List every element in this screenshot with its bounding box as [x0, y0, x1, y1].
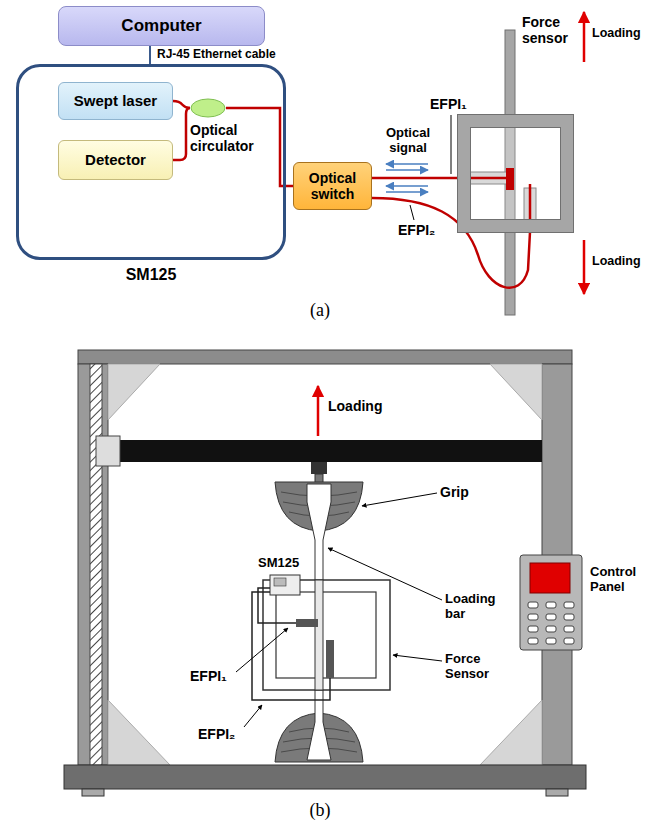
force-sensor-inner: [276, 592, 376, 678]
fiber: [258, 588, 296, 623]
loading-bar-inner: [315, 580, 323, 690]
node-text: Computer: [121, 16, 201, 36]
hatched-screw: [90, 364, 102, 765]
laser-box: Swept laser: [58, 82, 173, 120]
sm125-device: [270, 575, 300, 595]
crosshead-bracket: [96, 436, 120, 466]
part-label: Force Sensor: [445, 652, 507, 682]
optical-fiber: [372, 198, 530, 288]
detector-box: Detector: [58, 140, 173, 180]
ethernet-cable: [149, 46, 151, 64]
leader-line: [244, 705, 262, 727]
load-cell-adapter: [311, 462, 327, 474]
node-text: Force sensor: [522, 14, 578, 46]
part-label: Loading: [592, 26, 641, 40]
machine-foot: [82, 789, 104, 796]
load-arrow: [317, 386, 320, 436]
computer-box: Computer: [58, 6, 265, 46]
part-label: Loading: [592, 254, 641, 268]
part-label: EFPI₁: [430, 96, 467, 112]
force-sensor-outer: [263, 580, 390, 690]
loading-bar-top: [505, 30, 515, 115]
leader-line: [236, 628, 288, 672]
signal-arrow: [386, 169, 428, 171]
node-text: Optical circulator: [190, 122, 270, 154]
load-arrow: [583, 240, 586, 294]
crosshead: [108, 440, 542, 462]
part-label: Optical signal: [376, 126, 440, 156]
loading-bar-bottom: [505, 232, 515, 315]
machine-column: [78, 364, 108, 765]
optical-fiber: [173, 108, 190, 160]
efpi-sensor: [296, 619, 318, 627]
part-label: Loading bar: [445, 592, 507, 622]
sm125-screen: [274, 578, 286, 586]
inner-bar: [505, 127, 515, 220]
edge-label: RJ-45 Ethernet cable: [157, 48, 276, 62]
part-label: Loading: [328, 398, 382, 414]
circulator-shape: [191, 99, 225, 117]
node-text: Detector: [85, 151, 146, 168]
force-sensor-frame: Force sensor: [458, 115, 573, 232]
leader-line: [410, 205, 414, 220]
leader-line: [362, 493, 437, 506]
part-label: Grip: [440, 484, 469, 500]
signal-arrow: [386, 185, 428, 187]
node-text: Optical switch: [299, 170, 366, 202]
load-arrow: [583, 12, 586, 62]
control-buttons: [528, 602, 574, 644]
leader-line: [393, 655, 442, 661]
part-label: EFPI₂: [398, 222, 435, 238]
panel-label: (a): [300, 300, 340, 321]
frame-brace: [108, 364, 542, 765]
part-label: EFPI₂: [198, 726, 235, 742]
signal-arrow: [386, 163, 428, 165]
machine-top-beam: [78, 350, 572, 364]
node-text: SM125: [16, 266, 286, 284]
part-label: EFPI₁: [190, 668, 227, 684]
interrogator-housing: SM125Swept laserDetectorOptical circulat…: [16, 64, 286, 260]
control-screen: [530, 563, 570, 593]
machine-base: [64, 765, 586, 789]
leader-line: [328, 548, 442, 600]
switch-box: Optical switch: [293, 162, 372, 210]
ellipse-outline: [190, 98, 226, 118]
efpi-sensor: [326, 640, 334, 678]
part-label: SM125: [258, 556, 299, 571]
panel-label: (b): [300, 800, 340, 821]
fiber: [252, 592, 330, 700]
machine-foot: [546, 789, 568, 796]
circulator-ellipse: Optical circulator: [190, 98, 226, 118]
leader-line: [451, 115, 452, 174]
part-label: Control Panel: [590, 565, 645, 595]
signal-arrow: [386, 191, 428, 193]
optical-fiber: [173, 101, 190, 108]
node-text: Swept laser: [74, 92, 157, 109]
control-panel: [520, 555, 582, 650]
optical-fiber: [372, 177, 458, 180]
